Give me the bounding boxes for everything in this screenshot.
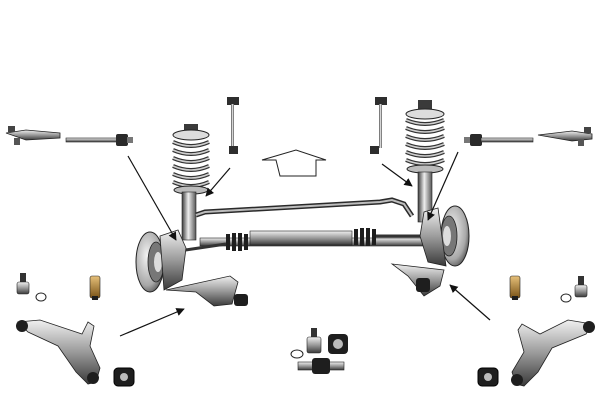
inner-tie-rod-icon (65, 134, 133, 146)
stabilizer-link-right (370, 97, 387, 154)
ball-joint-icon (560, 276, 588, 303)
stabilizer-link-icon (227, 97, 239, 154)
coil-spring-strut-left (172, 124, 210, 241)
coil-spring-icon (172, 124, 210, 241)
bushing-icon (89, 275, 101, 300)
outer-tie-rod-end-right (537, 127, 593, 146)
coil-spring-strut-right (405, 100, 445, 223)
coil-spring-icon (405, 100, 445, 223)
bushing-center (297, 334, 348, 374)
ball-joint-right (560, 276, 588, 303)
inner-tie-rod-left (65, 134, 133, 146)
inner-tie-rod-icon (464, 134, 534, 146)
bushing-right (509, 275, 521, 300)
ball-joint-left (16, 273, 47, 302)
bushing-left (89, 275, 101, 300)
control-arm-icon (477, 319, 595, 387)
axle-assembly (135, 197, 470, 307)
bushing-icon (509, 275, 521, 300)
leader-arrows (119, 151, 491, 337)
stabilizer-link-left (227, 97, 239, 154)
bushing-icon (297, 334, 348, 374)
ball-joint-icon (16, 273, 47, 302)
control-arm-left (16, 319, 135, 387)
ball-joint-icon (290, 328, 322, 359)
ball-joint-center (290, 328, 322, 359)
outer-tie-rod-end-left (5, 126, 61, 145)
tie-rod-end-icon (5, 126, 61, 145)
control-arm-right (477, 319, 595, 387)
inner-tie-rod-right (464, 134, 534, 146)
subframe-icon (135, 197, 470, 307)
direction-arrow (261, 149, 327, 177)
direction-arrow-icon (261, 149, 327, 177)
stabilizer-link-icon (370, 97, 387, 154)
control-arm-icon (16, 319, 135, 387)
tie-rod-end-icon (537, 127, 593, 146)
